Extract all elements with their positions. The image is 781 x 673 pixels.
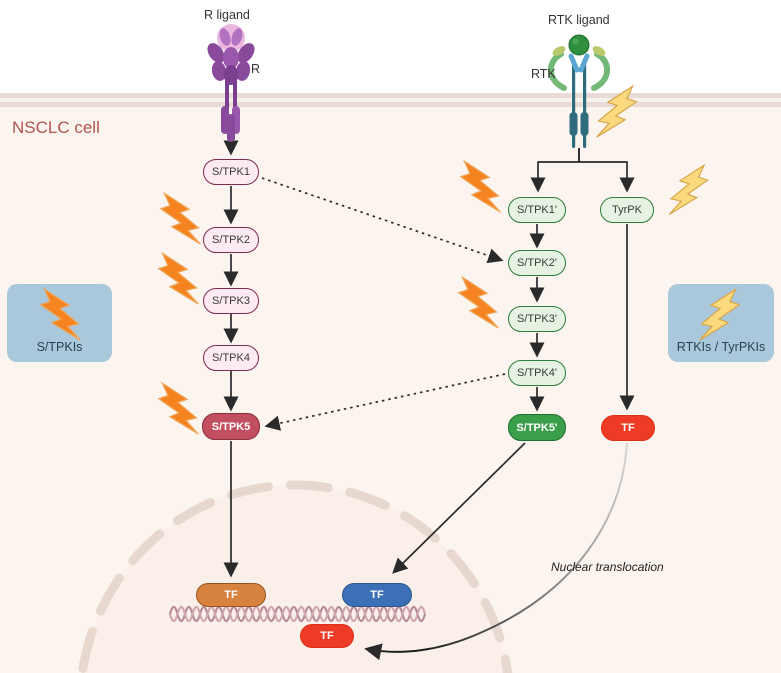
receptor-r-icon xyxy=(207,24,255,142)
nucleus xyxy=(77,480,513,673)
node-stpk3-prime: S/TPK3' xyxy=(508,306,566,332)
plasma-membrane xyxy=(0,93,781,107)
receptor-rtk-icon xyxy=(547,34,611,148)
node-stpk4: S/TPK4 xyxy=(203,345,259,371)
tf-cytoplasmic: TF xyxy=(601,415,655,441)
node-stpk2: S/TPK2 xyxy=(203,227,259,253)
node-stpk5-prime: S/TPK5' xyxy=(508,414,566,441)
node-stpk1-prime: S/TPK1' xyxy=(508,197,566,223)
node-stpk1: S/TPK1 xyxy=(203,159,259,185)
nuclear-translocation-label: Nuclear translocation xyxy=(551,560,664,574)
stpki-legend-label: S/TPKIs xyxy=(36,340,83,354)
pathway-arrows xyxy=(223,140,635,578)
rtk-ligand-title: RTK ligand xyxy=(548,13,610,27)
nuclear-translocation-arrow xyxy=(364,442,628,661)
node-tyrpk: TyrPK xyxy=(600,197,654,223)
node-stpk3: S/TPK3 xyxy=(203,288,259,314)
tf-red-nuclear: TF xyxy=(300,624,354,648)
rtk-receptor-label: RTK xyxy=(531,67,556,81)
crosstalk-arrows xyxy=(261,177,506,431)
rtki-legend-label: RTKIs / TyrPKIs xyxy=(676,340,766,354)
tf-orange: TF xyxy=(196,583,266,607)
node-stpk4-prime: S/TPK4' xyxy=(508,360,566,386)
node-stpk5: S/TPK5 xyxy=(202,413,260,440)
node-stpk2-prime: S/TPK2' xyxy=(508,250,566,276)
tf-blue: TF xyxy=(342,583,412,607)
dna-icon xyxy=(168,605,427,623)
cell-label: NSCLC cell xyxy=(12,118,100,137)
r-receptor-label: R xyxy=(251,62,261,76)
r-ligand-title: R ligand xyxy=(204,8,250,22)
